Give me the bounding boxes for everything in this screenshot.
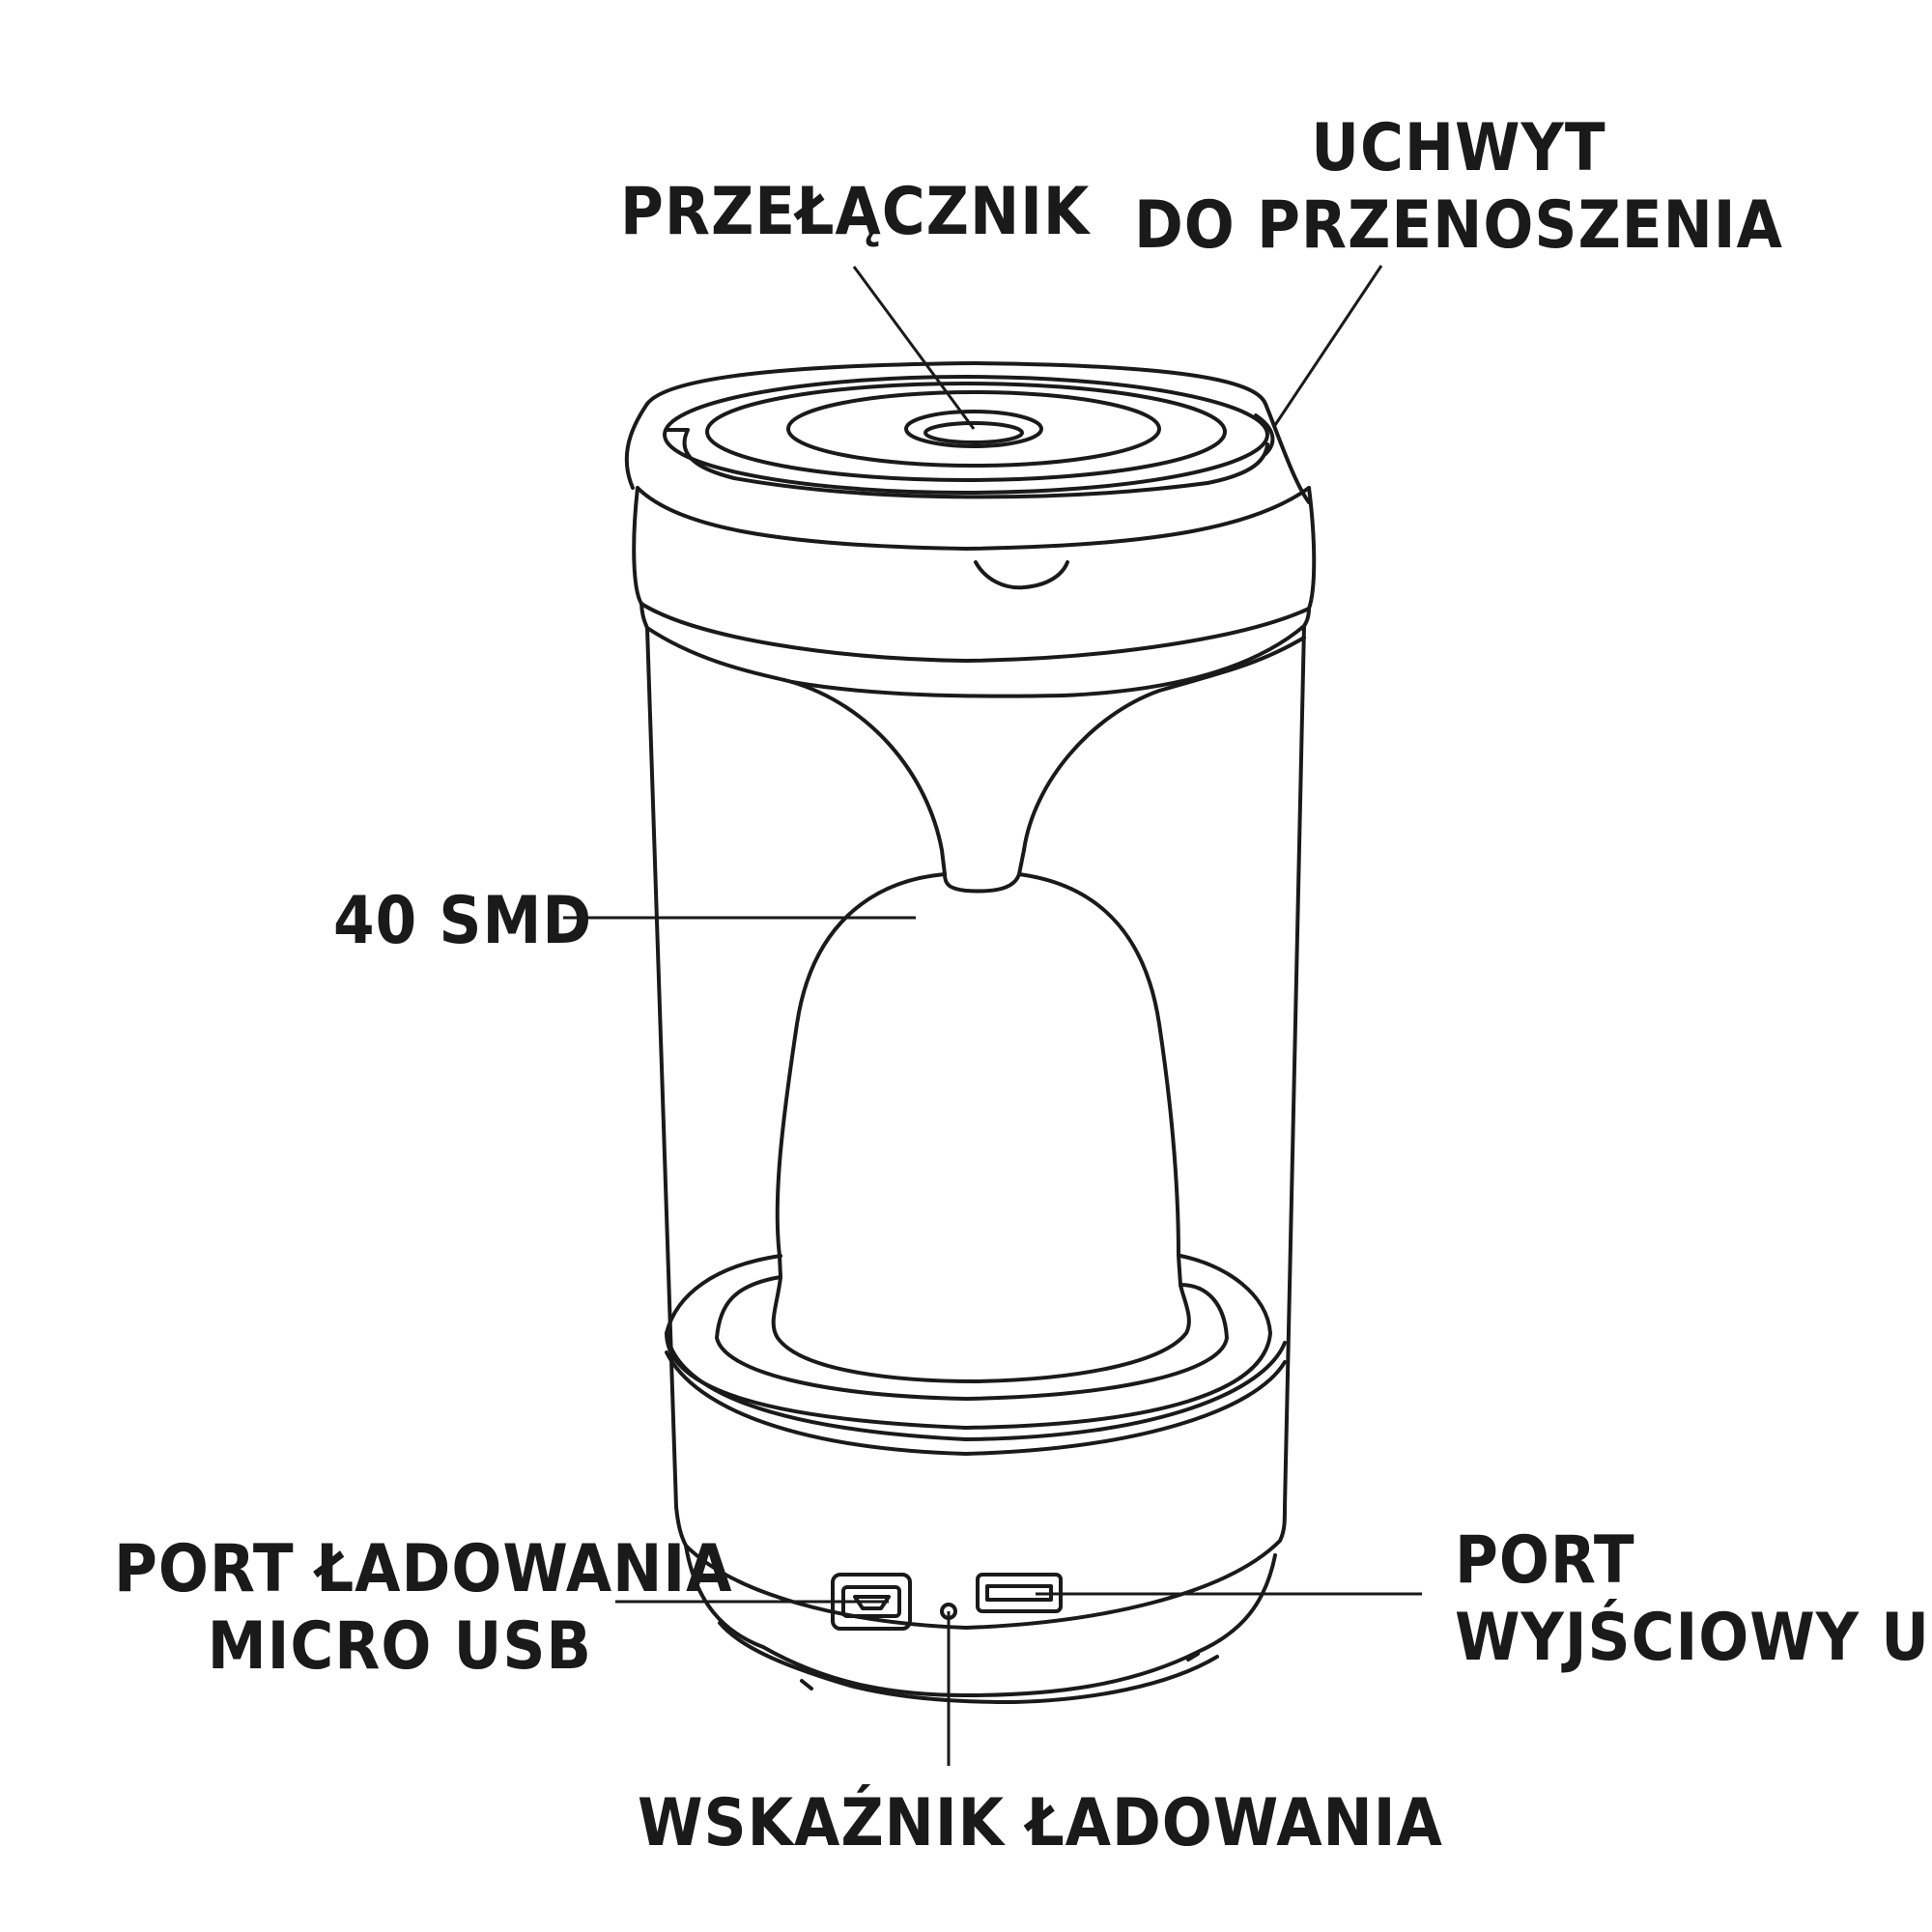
lantern-drawing xyxy=(563,265,1422,1766)
output-port-label: PORT WYJŚCIOWY USB xyxy=(1455,1522,1932,1676)
switch-button[interactable] xyxy=(904,410,1043,448)
lantern-lid xyxy=(624,361,1317,663)
charge-indicator-label: WSKAŹNIK ŁADOWANIA xyxy=(638,1785,1443,1861)
leader-lines xyxy=(563,265,1422,1766)
smd-label: 40 SMD xyxy=(333,883,593,959)
lantern-body xyxy=(639,602,1311,1704)
charging-port-label: PORT ŁADOWANIA MICRO USB xyxy=(114,1531,733,1685)
switch-label: PRZEŁĄCZNIK xyxy=(620,174,1091,250)
handle-label: UCHWYT DO PRZENOSZENIA xyxy=(1134,110,1783,264)
